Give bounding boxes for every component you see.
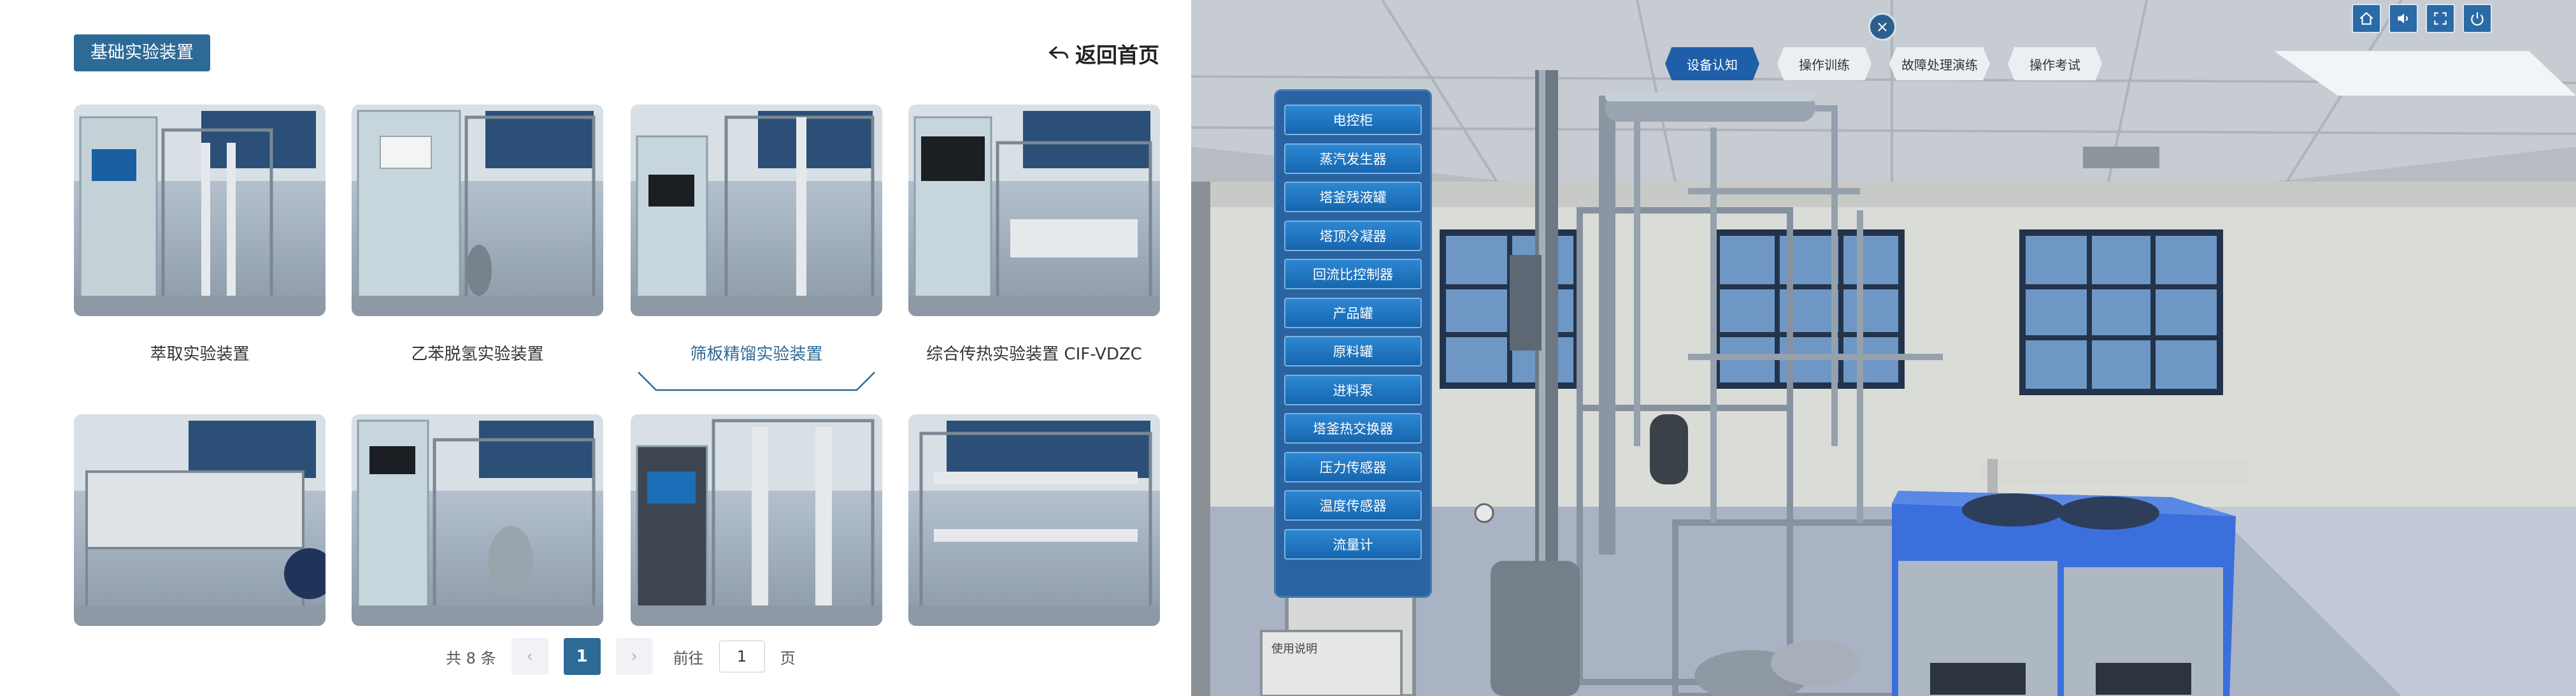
card-image-8[interactable] [908, 414, 1160, 626]
menu-item-heat-exchanger[interactable]: 塔釜热交换器 [1284, 413, 1422, 444]
back-home-label: 返回首页 [1075, 43, 1159, 68]
goto-prefix: 前往 [673, 649, 704, 667]
menu-item-temperature-sensor[interactable]: 温度传感器 [1284, 490, 1422, 521]
menu-item-feed-pump[interactable]: 进料泵 [1284, 374, 1422, 405]
category-badge[interactable]: 基础实验装置 [74, 34, 210, 71]
back-arrow-icon [1048, 46, 1068, 59]
equipment-thumbnail [352, 105, 603, 316]
tab-fault-drill[interactable]: 故障处理演练 [1889, 47, 1990, 80]
menu-item-flowmeter[interactable]: 流量计 [1284, 528, 1422, 560]
back-home-link[interactable]: 返回首页 [1047, 38, 1159, 69]
menu-item-residue-tank[interactable]: 塔釜残液罐 [1284, 182, 1422, 212]
equipment-thumbnail [74, 105, 326, 316]
equipment-thumbnail [908, 105, 1160, 316]
3d-lab-scene[interactable]: 使用说明 × 设备认知 操作训练 故障处理演练 操作考试 电控柜 蒸汽发生器 塔… [1191, 0, 2576, 696]
tab-equipment-cognition[interactable]: 设备认知 [1665, 47, 1759, 80]
tab-operation-exam[interactable]: 操作考试 [2008, 47, 2102, 80]
goto-page-input[interactable] [719, 641, 765, 672]
card-image-7[interactable] [631, 414, 882, 626]
close-icon[interactable]: × [1868, 13, 1896, 41]
card-image-extraction[interactable] [74, 105, 326, 316]
pagination: 共 8 条 ‹ 1 › 前往 页 [446, 637, 796, 676]
equipment-thumbnail [908, 414, 1160, 626]
equipment-thumbnail [74, 414, 326, 626]
prev-page-button[interactable]: ‹ [511, 638, 548, 675]
instruction-sign-text: 使用说明 [1271, 642, 1317, 656]
card-label[interactable]: 萃取实验装置 [150, 345, 250, 364]
card-image-sieve-distillation[interactable] [631, 105, 882, 316]
menu-item-feed-tank[interactable]: 原料罐 [1284, 336, 1422, 366]
equipment-thumbnail [352, 414, 603, 626]
next-page-button[interactable]: › [615, 638, 653, 675]
device-menu: 电控柜 蒸汽发生器 塔釜残液罐 塔顶冷凝器 回流比控制器 产品罐 原料罐 进料泵… [1274, 89, 1432, 598]
device-gallery-panel: 基础实验装置 返回首页 [0, 0, 1191, 696]
card-image-5[interactable] [74, 414, 326, 626]
page-1-button[interactable]: 1 [563, 638, 601, 675]
card-image-heat-transfer[interactable] [908, 105, 1160, 316]
home-icon[interactable] [2352, 4, 2381, 33]
menu-item-reflux-controller[interactable]: 回流比控制器 [1284, 259, 1422, 289]
power-icon[interactable] [2463, 4, 2492, 33]
fullscreen-icon[interactable] [2426, 4, 2455, 33]
menu-item-pressure-sensor[interactable]: 压力传感器 [1284, 451, 1422, 482]
card-label-active[interactable]: 筛板精馏实验装置 [690, 345, 823, 364]
equipment-thumbnail [631, 414, 882, 626]
card-label[interactable]: 乙苯脱氢实验装置 [411, 345, 544, 364]
card-label[interactable]: 综合传热实验装置 CIF-VDZC [926, 345, 1142, 364]
menu-item-control-cabinet[interactable]: 电控柜 [1284, 105, 1422, 135]
menu-item-product-tank[interactable]: 产品罐 [1284, 297, 1422, 328]
menu-item-top-condenser[interactable]: 塔顶冷凝器 [1284, 220, 1422, 251]
pagination-total: 共 8 条 [446, 649, 496, 667]
goto-suffix: 页 [780, 649, 796, 667]
sound-icon[interactable] [2389, 4, 2418, 33]
equipment-thumbnail [631, 105, 882, 316]
tab-operation-training[interactable]: 操作训练 [1777, 47, 1871, 80]
menu-item-steam-generator[interactable]: 蒸汽发生器 [1284, 143, 1422, 174]
card-image-ethylbenzene[interactable] [352, 105, 603, 316]
lab-environment-render [1191, 0, 2576, 696]
card-image-6[interactable] [352, 414, 603, 626]
active-card-indicator [638, 372, 875, 391]
